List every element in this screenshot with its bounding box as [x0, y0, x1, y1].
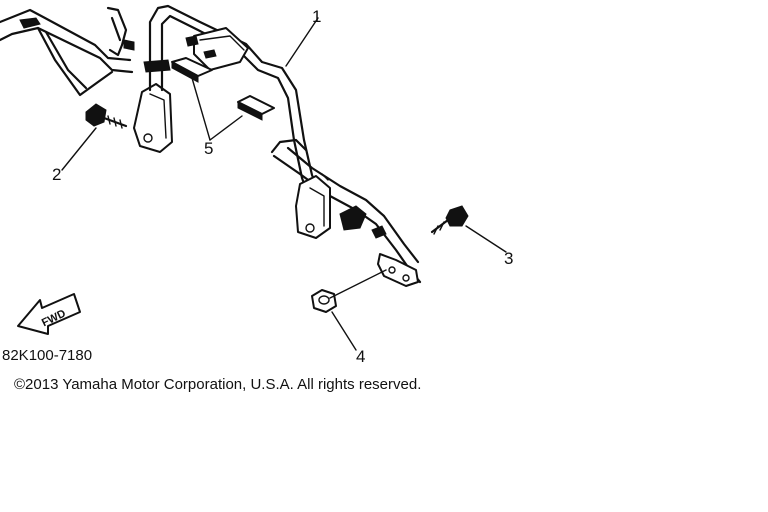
right-pivot-plate [295, 175, 387, 239]
rubber-pad-lower [237, 95, 275, 121]
bolt-left [85, 103, 128, 129]
part-code: 82K100-7180 [2, 347, 92, 364]
callout-1: 1 [312, 7, 321, 26]
callout-2: 2 [52, 165, 61, 184]
main-frame-tube [148, 4, 422, 284]
upper-bracket-arm [0, 8, 134, 97]
forward-arrow: FWD [17, 293, 81, 335]
clamp-block [185, 27, 249, 71]
callout-4: 4 [356, 347, 365, 366]
left-pivot-plate [133, 59, 173, 153]
copyright-notice: ©2013 Yamaha Motor Corporation, U.S.A. A… [14, 376, 421, 393]
callout-5: 5 [204, 139, 213, 158]
rubber-pad-upper [171, 57, 213, 83]
top-hook-clip [106, 6, 135, 57]
bolt-right [430, 205, 469, 235]
nut [311, 289, 337, 313]
leader-lines [61, 17, 507, 351]
callout-3: 3 [504, 249, 513, 268]
lower-bracket [377, 253, 419, 287]
